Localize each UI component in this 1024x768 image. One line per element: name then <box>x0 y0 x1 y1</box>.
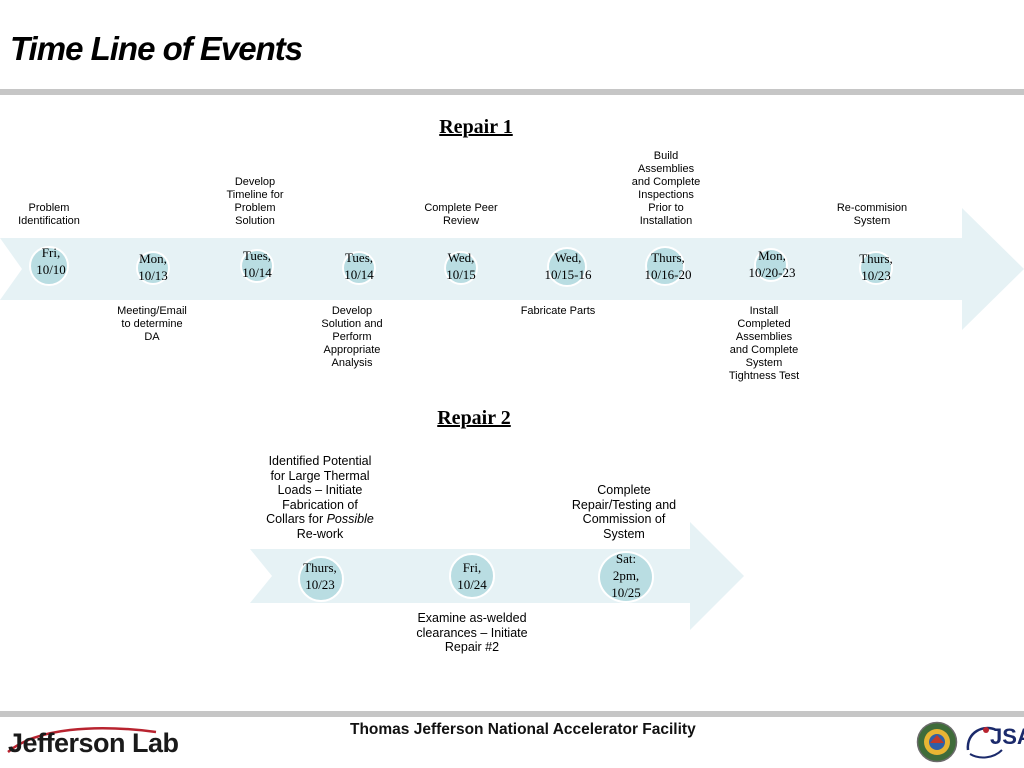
page-title: Time Line of Events <box>10 30 303 67</box>
repair2-label-examine-clearances: Examine as-welded clearances – Initiate … <box>416 611 528 654</box>
repair1-milestone-7 <box>645 246 685 286</box>
repair1-label-install-assemblies: Install Completed Assemblies and Complet… <box>728 305 800 382</box>
repair1-date-1: Fri, 10/10 <box>36 245 66 277</box>
repair2-label-identified-main: Identified Potential for Large Thermal L… <box>266 454 372 526</box>
repair1-milestone-4 <box>342 251 376 285</box>
repair2-label-complete-repair: Complete Repair/Testing and Commission o… <box>571 483 677 541</box>
jefferson-lab-logo-text: Jefferson Lab <box>8 728 179 758</box>
repair1-milestone-5 <box>444 251 478 285</box>
repair1-label-recommission: Re-commision System <box>836 202 908 227</box>
jefferson-lab-logo <box>7 727 157 753</box>
repair1-date-5: Wed, 10/15 <box>446 250 476 282</box>
repair1-milestone-9 <box>859 251 893 285</box>
repair1-milestone-1 <box>29 246 69 286</box>
repair1-label-fabricate-parts: Fabricate Parts <box>520 305 596 317</box>
repair2-label-identified-potential: Identified Potential for Large Thermal L… <box>266 454 374 541</box>
repair2-date-1: Thurs, 10/23 <box>303 560 337 592</box>
repair1-heading: Repair 1 <box>439 116 513 138</box>
repair2-label-identified-emph: Possible <box>326 512 374 526</box>
repair1-label-develop-solution: Develop Solution and Perform Appropriate… <box>321 305 383 369</box>
repair1-milestone-2 <box>136 251 170 285</box>
repair1-label-problem-identification: Problem Identification <box>18 202 80 227</box>
repair1-date-8: Mon, 10/20-23 <box>748 248 796 280</box>
repair1-label-meeting-email: Meeting/Email to determine DA <box>117 305 187 343</box>
footer-facility-name: Thomas Jefferson National Accelerator Fa… <box>350 721 696 738</box>
jsa-logo-text: JSA <box>990 724 1024 749</box>
repair1-date-2: Mon, 10/13 <box>138 251 168 283</box>
repair1-date-6: Wed, 10/15-16 <box>544 250 592 282</box>
repair2-milestone-2 <box>449 553 495 599</box>
repair1-label-build-assemblies: Build Assemblies and Complete Inspection… <box>631 150 701 227</box>
footer-divider <box>0 711 1024 717</box>
repair1-date-4: Tues, 10/14 <box>344 250 374 282</box>
repair2-arrow <box>250 522 744 630</box>
repair2-heading: Repair 2 <box>437 407 511 429</box>
repair2-date-3: Sat: 2pm, 10/25 <box>611 551 641 600</box>
repair1-date-9: Thurs, 10/23 <box>859 251 893 283</box>
repair1-label-peer-review: Complete Peer Review <box>424 202 498 227</box>
repair1-milestone-8 <box>754 248 788 282</box>
repair1-date-3: Tues, 10/14 <box>242 248 272 280</box>
repair1-milestone-3 <box>240 249 274 283</box>
header-divider <box>0 89 1024 95</box>
repair2-label-identified-tail: Re-work <box>296 526 344 541</box>
jsa-logo-icon <box>966 726 1003 759</box>
repair1-label-develop-timeline: Develop Timeline for Problem Solution <box>226 176 284 227</box>
repair2-date-2: Fri, 10/24 <box>457 560 487 592</box>
repair2-milestone-1 <box>298 556 344 602</box>
repair1-arrow <box>0 208 1024 330</box>
repair2-milestone-3 <box>598 551 654 603</box>
repair1-date-7: Thurs, 10/16-20 <box>644 250 692 282</box>
repair1-milestone-6 <box>547 247 587 287</box>
doe-seal-icon <box>916 721 958 763</box>
